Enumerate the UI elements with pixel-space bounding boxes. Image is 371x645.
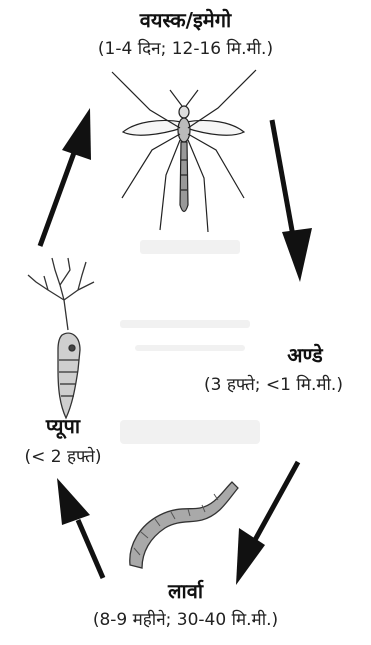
larva-icon [130,482,238,568]
arrow-egg-to-larva [236,462,298,585]
arrow-adult-to-egg [272,120,312,282]
pupa-stage-title: प्यूपा [0,414,126,438]
pupa-icon [28,258,94,418]
crane-fly-adult-icon [112,70,256,232]
larva-stage-title: लार्वा [0,579,371,603]
egg-stage-title: अण्डे [262,343,348,367]
pupa-stage-detail: (< 2 हफ्ते) [0,446,126,468]
arrow-larva-to-pupa [57,478,103,578]
egg-stage-detail: (3 हफ्ते; <1 मि.मी.) [176,374,371,396]
arrow-pupa-to-adult [40,108,91,246]
adult-stage-detail: (1-4 दिन; 12-16 मि.मी.) [0,38,371,60]
background-watermark [120,240,260,444]
larva-stage-detail: (8-9 महीने; 30-40 मि.मी.) [0,609,371,631]
adult-stage-title: वयस्क/इमेगो [0,8,371,32]
